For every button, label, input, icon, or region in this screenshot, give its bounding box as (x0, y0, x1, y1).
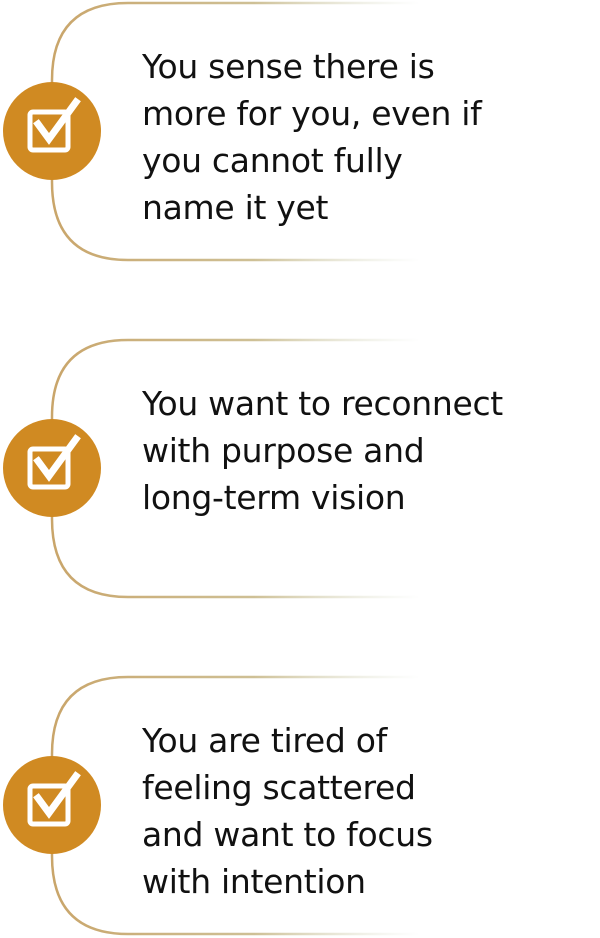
item-frame (3, 675, 420, 936)
item-frame (3, 338, 420, 599)
checklist-item-text: You sense there is more for you, even if… (142, 47, 482, 227)
checklist-item-3: You are tired of feeling scattered and w… (0, 675, 600, 938)
checklist-item-1: You sense there is more for you, even if… (0, 1, 600, 264)
checklist-item-2: You want to reconnect with purpose and l… (0, 338, 600, 601)
check-box-icon (3, 756, 101, 854)
item-frame (3, 1, 420, 262)
checklist-item-text: You want to reconnect with purpose and l… (142, 384, 503, 517)
check-box-icon (3, 82, 101, 180)
checklist-item-text: You are tired of feeling scattered and w… (142, 721, 433, 901)
check-box-icon (3, 419, 101, 517)
